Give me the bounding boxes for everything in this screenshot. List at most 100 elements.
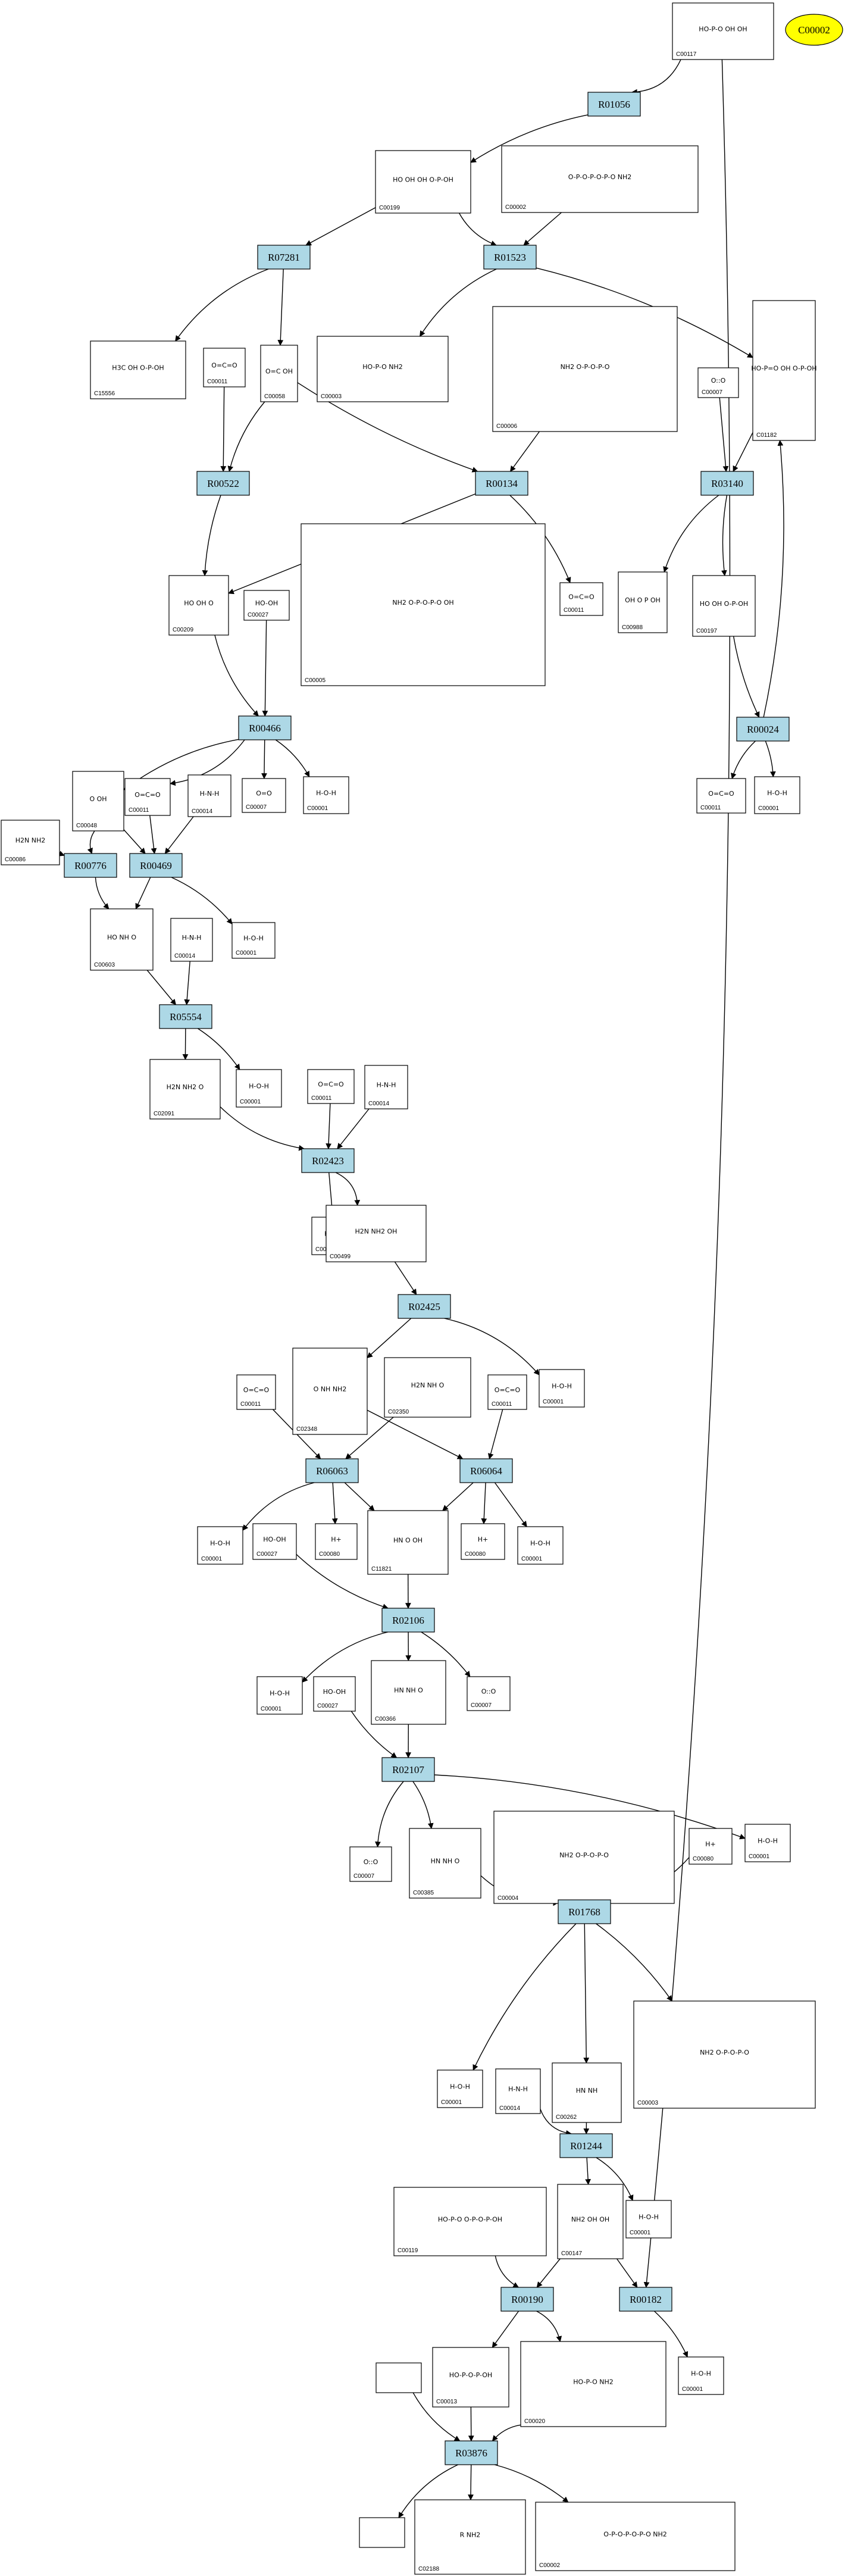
highlighted-compound[interactable]: C00002 [785,14,843,46]
reaction-node[interactable]: R01768 [558,1899,611,1924]
compound-id-label: C00119 [398,2247,418,2254]
reaction-edge [470,114,589,163]
reaction-id-label: R03140 [711,478,743,489]
reaction-node[interactable]: R00469 [129,853,183,878]
reaction-node[interactable]: R06064 [459,1458,513,1483]
reaction-node[interactable]: R00776 [64,853,117,878]
reaction-node[interactable]: R00024 [736,717,790,742]
highlighted-compound-label: C00002 [798,24,830,36]
compound-id-label: C00003 [321,393,342,400]
reaction-node[interactable]: R01056 [587,92,641,117]
reaction-edge [220,386,227,472]
compound-node[interactable] [376,2362,422,2393]
reaction-node[interactable]: R00522 [196,471,250,496]
reaction-id-label: R01244 [570,2140,602,2152]
reaction-node[interactable]: R00182 [619,2287,672,2312]
reaction-node[interactable]: R01523 [483,245,537,270]
reaction-node[interactable]: R02107 [381,1757,435,1782]
compound-structure: H2N NH2 [15,837,46,845]
reaction-node[interactable]: R00466 [238,715,292,740]
reaction-node[interactable]: R06063 [305,1458,359,1483]
reaction-node[interactable]: R02106 [381,1608,435,1633]
reaction-node[interactable]: R00190 [500,2287,554,2312]
compound-node[interactable]: H+C00080 [461,1523,505,1560]
compound-node[interactable] [359,2517,405,2548]
reaction-node[interactable]: R01244 [559,2133,613,2158]
compound-node[interactable]: H+C00080 [689,1828,733,1865]
reaction-node[interactable]: R02425 [398,1294,451,1319]
reaction-edge [733,636,760,718]
reaction-node[interactable]: R02423 [301,1148,355,1173]
compound-node[interactable]: H+C00080 [315,1523,358,1560]
reaction-node[interactable]: R07281 [257,245,311,270]
reaction-edge [202,495,221,576]
reaction-node[interactable]: R03876 [445,2440,498,2465]
reaction-node[interactable]: R03140 [700,471,754,496]
reaction-node[interactable]: R00134 [475,471,528,496]
reaction-node[interactable]: R05554 [159,1004,212,1029]
compound-id-label: C02091 [154,1111,174,1117]
